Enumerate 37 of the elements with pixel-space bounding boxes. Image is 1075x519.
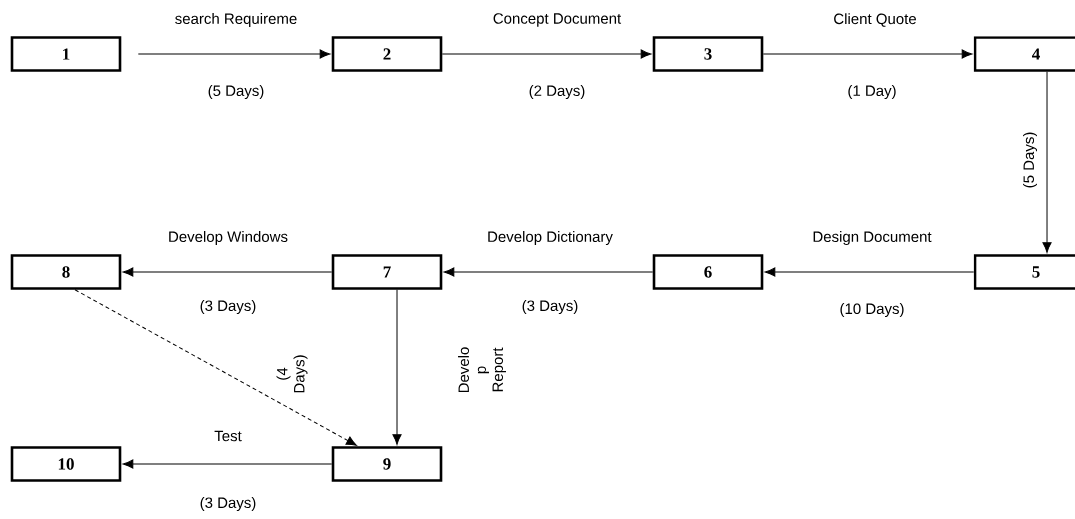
event-box: 4 <box>973 36 1075 72</box>
edge-label: Develop Dictionary <box>488 231 613 245</box>
edge-label: Develop Windows <box>169 231 288 245</box>
arrow <box>441 49 652 59</box>
duration-label: (3 Days) <box>200 300 256 314</box>
edge-label: Concept Document <box>493 13 622 27</box>
event-box: 8 <box>10 254 122 290</box>
duration-label: (5 Days) <box>208 85 264 99</box>
edge-label: (5 Days) <box>1023 132 1037 188</box>
event-box: 1 <box>10 36 122 72</box>
edge-label: Test <box>214 430 242 442</box>
duration-label: (3 Days) <box>522 300 578 314</box>
arrow <box>443 267 654 277</box>
arrow <box>137 49 331 59</box>
event-box: 2 <box>331 36 443 72</box>
edge-label: Client Quote <box>834 13 916 27</box>
event-box: 9 <box>331 446 443 482</box>
event-box: 3 <box>652 36 764 72</box>
duration-label: (2 Days) <box>529 85 585 99</box>
event-box: 5 <box>973 254 1075 290</box>
duration-label: (3 Days) <box>200 497 256 511</box>
arrow <box>1042 71 1052 253</box>
duration-label: (1 Day) <box>848 85 896 99</box>
edge-label: Develo p Report <box>458 347 506 393</box>
arrow <box>392 289 402 445</box>
event-box: 6 <box>652 254 764 290</box>
arrow <box>764 267 975 277</box>
arrow <box>122 459 333 469</box>
arrow <box>74 289 357 446</box>
event-box: 7 <box>331 254 443 290</box>
edge-label: Design Document <box>813 231 932 245</box>
arrow <box>762 49 973 59</box>
duration-label: (10 Days) <box>840 303 904 317</box>
event-box: 10 <box>10 446 122 482</box>
edge-label: search Requireme <box>175 13 297 27</box>
arrow <box>122 267 333 277</box>
edge-label: (4 Days) <box>275 351 309 397</box>
